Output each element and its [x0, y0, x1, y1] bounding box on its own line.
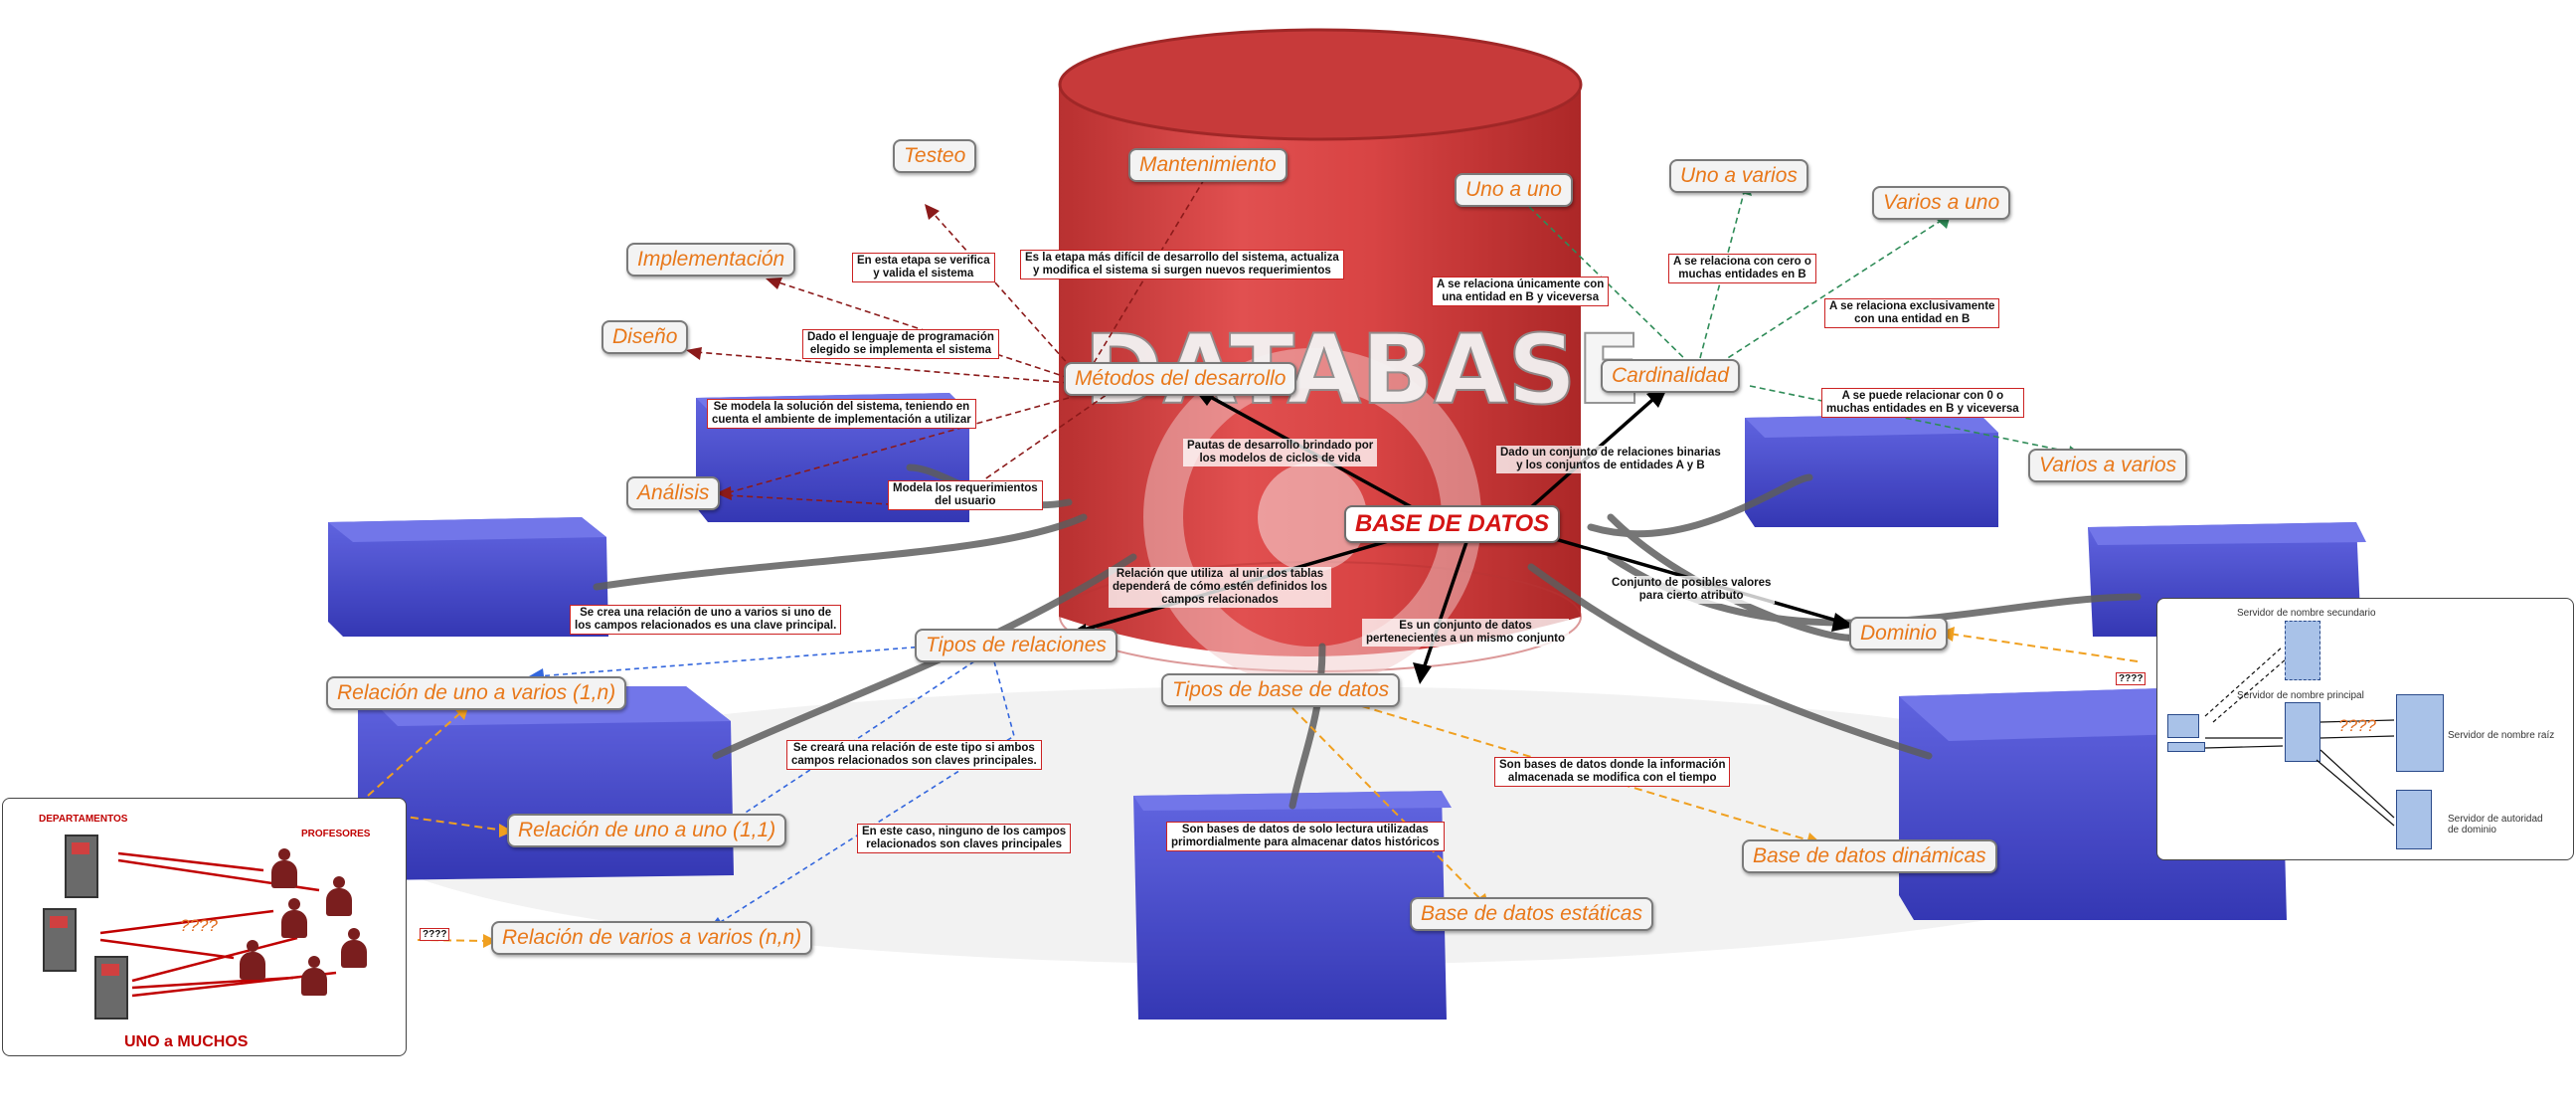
question-mark: ???? [180, 916, 218, 936]
node-bd-dinamicas: Base de datos dinámicas [1742, 839, 1997, 873]
label-uno-a-varios: A se relaciona con cero o muchas entidad… [1668, 254, 1816, 283]
node-diseno: Diseño [601, 320, 688, 354]
label-testeo: En esta etapa se verifica y valida el si… [852, 253, 995, 282]
one-to-many-panel: DEPARTAMENTOS PROFESORES ???? UNO a MUCH… [2, 798, 407, 1056]
label-diseno: Se modela la solución del sistema, tenie… [707, 399, 976, 429]
left-marker: ???? [420, 928, 449, 941]
label-rel-1n: Se crea una relación de uno a varios si … [570, 605, 841, 635]
node-varios-a-uno: Varios a uno [1872, 186, 2010, 220]
person-icon [240, 940, 265, 980]
node-testeo: Testeo [893, 139, 976, 173]
node-rel-nn: Relación de varios a varios (n,n) [491, 921, 812, 955]
right-marker: ???? [2116, 672, 2146, 685]
label-varios-a-uno: A se relaciona exclusivamente con una en… [1824, 298, 1999, 328]
node-dominio: Dominio [1849, 617, 1948, 650]
label-uno-a-uno: A se relaciona únicamente con una entida… [1432, 277, 1609, 306]
node-tipos-relaciones: Tipos de relaciones [915, 629, 1117, 662]
uno-a-muchos-footer: UNO a MUCHOS [124, 1033, 248, 1051]
label-tipos-relaciones: Relación que utiliza al unir dos tablas … [1109, 567, 1331, 608]
person-icon [341, 928, 367, 968]
label-implementacion: Dado el lenguaje de programación elegido… [802, 329, 999, 359]
label-cardinalidad: Dado un conjunto de relaciones binarias … [1496, 446, 1725, 473]
dns-question: ???? [2338, 716, 2376, 736]
label-metodos: Pautas de desarrollo brindado por los mo… [1183, 439, 1377, 466]
label-tipos-bd: Es un conjunto de datos pertenecientes a… [1362, 619, 1569, 647]
node-bd-estaticas: Base de datos estáticas [1410, 897, 1653, 931]
label-bd-estaticas: Son bases de datos de solo lectura utili… [1166, 822, 1445, 851]
node-tipos-bd: Tipos de base de datos [1161, 673, 1400, 707]
label-analisis: Modela los requerimientos del usuario [888, 480, 1043, 510]
node-varios-a-varios: Varios a varios [2028, 449, 2187, 482]
node-uno-a-varios: Uno a varios [1669, 159, 1808, 193]
person-icon [326, 876, 352, 916]
node-rel-1n: Relación de uno a varios (1,n) [326, 676, 626, 710]
node-cardinalidad: Cardinalidad [1601, 359, 1740, 393]
main-topic: BASE DE DATOS [1344, 505, 1560, 543]
person-icon [271, 848, 297, 888]
label-rel-11: Se creará una relación de este tipo si a… [786, 740, 1042, 770]
node-uno-a-uno: Uno a uno [1455, 173, 1573, 207]
person-icon [281, 898, 307, 938]
label-bd-dinamicas: Son bases de datos donde la información … [1494, 757, 1730, 787]
person-icon [301, 956, 327, 996]
label-varios-a-varios: A se puede relacionar con 0 o muchas ent… [1821, 388, 2024, 418]
node-analisis: Análisis [626, 476, 720, 510]
label-mantenimiento: Es la etapa más difícil de desarrollo de… [1020, 250, 1344, 279]
node-mantenimiento: Mantenimiento [1128, 148, 1288, 182]
dns-panel: Servidor de nombre secundario Servidor d… [2156, 598, 2574, 860]
node-metodos: Métodos del desarrollo [1064, 362, 1296, 396]
node-rel-11: Relación de uno a uno (1,1) [507, 814, 786, 847]
label-rel-nn: En este caso, ninguno de los campos rela… [857, 824, 1071, 853]
node-implementacion: Implementación [626, 243, 795, 277]
label-dominio: Conjunto de posibles valores para cierto… [1608, 576, 1775, 604]
